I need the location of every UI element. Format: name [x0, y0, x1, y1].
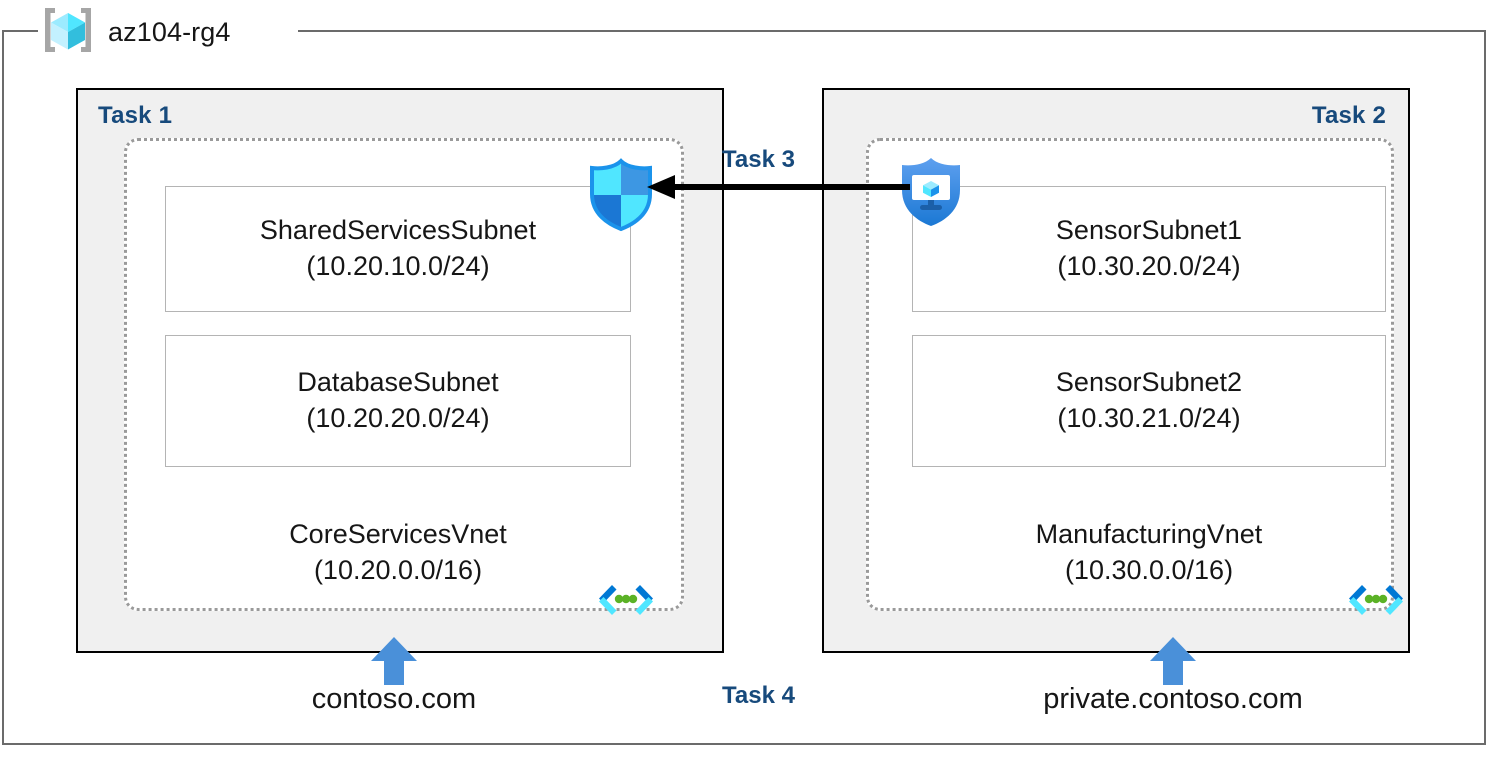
- subnet-sensorsubnet1: SensorSubnet1 (10.30.20.0/24): [912, 186, 1386, 312]
- dns-zone-label-contoso: contoso.com: [311, 683, 477, 715]
- vnet-cidr: (10.20.0.0/16): [313, 554, 483, 585]
- vnet-brackets-icon: [1344, 583, 1408, 625]
- azure-resource-group-icon: [40, 4, 96, 61]
- subnet-cidr: (10.20.10.0/24): [306, 251, 490, 281]
- resource-group-frame: [2, 30, 1486, 745]
- up-arrow-icon: [371, 637, 417, 685]
- resource-group-name: az104-rg4: [108, 16, 231, 47]
- subnet-name: SharedServicesSubnet: [259, 215, 537, 246]
- task-label-2: Task 2: [1311, 102, 1386, 129]
- vnet-cidr: (10.30.0.0/16): [1064, 554, 1234, 585]
- task-label-4: Task 4: [722, 682, 795, 709]
- vnet-caption-coreservicesvnet: CoreServicesVnet (10.20.0.0/16): [165, 517, 631, 588]
- subnet-cidr: (10.30.20.0/24): [1057, 251, 1241, 281]
- resource-group-header: az104-rg4: [40, 4, 230, 60]
- subnet-name: DatabaseSubnet: [297, 367, 499, 398]
- vnet-name: CoreServicesVnet: [289, 519, 507, 549]
- task-label-1: Task 1: [98, 102, 173, 129]
- resource-group-frame-top-left: [2, 30, 38, 32]
- subnet-name: SensorSubnet2: [1055, 367, 1243, 398]
- peering-connector-arrow: [645, 170, 910, 204]
- subnet-sensorsubnet2: SensorSubnet2 (10.30.21.0/24): [912, 335, 1386, 467]
- subnet-databasesubnet: DatabaseSubnet (10.20.20.0/24): [165, 335, 631, 467]
- shield-icon: [586, 158, 656, 232]
- vnet-brackets-icon: [594, 583, 658, 625]
- vm-shield-icon: [897, 155, 965, 229]
- subnet-cidr: (10.20.20.0/24): [306, 403, 490, 433]
- resource-group-frame-top-right: [298, 30, 1486, 32]
- subnet-cidr: (10.30.21.0/24): [1057, 403, 1241, 433]
- dns-zone-label-private-contoso: private.contoso.com: [1043, 683, 1303, 715]
- subnet-sharedservicessubnet: SharedServicesSubnet (10.20.10.0/24): [165, 186, 631, 312]
- up-arrow-icon: [1150, 637, 1196, 685]
- vnet-name: ManufacturingVnet: [1035, 519, 1263, 549]
- vnet-caption-manufacturingvnet: ManufacturingVnet (10.30.0.0/16): [912, 517, 1386, 588]
- task-label-3: Task 3: [722, 146, 795, 173]
- subnet-name: SensorSubnet1: [1055, 215, 1243, 246]
